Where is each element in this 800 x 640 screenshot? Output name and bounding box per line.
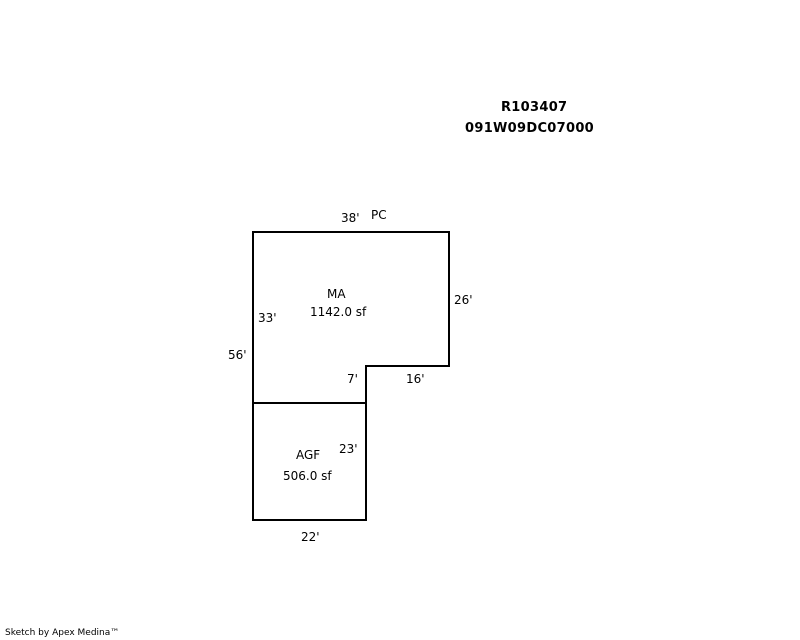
agf-area-outline <box>252 402 367 521</box>
dimension-ma-left: 33' <box>258 311 277 325</box>
record-id: R103407 <box>501 100 568 115</box>
dimension-top: 38' <box>341 211 360 225</box>
area-size-ma: 1142.0 sf <box>310 305 367 319</box>
dimension-notch-horizontal: 16' <box>406 372 425 386</box>
area-code-agf: AGF <box>296 448 321 462</box>
area-size-agf: 506.0 sf <box>283 469 332 483</box>
dimension-overall-left: 56' <box>228 348 247 362</box>
dimension-notch-vertical: 7' <box>347 372 358 386</box>
footer-credit: Sketch by Apex Medina™ <box>5 628 120 638</box>
dimension-agf-bottom: 22' <box>301 530 320 544</box>
main-area-outline <box>252 231 450 403</box>
dimension-right: 26' <box>454 293 473 307</box>
top-label: PC <box>371 208 387 222</box>
dimension-agf-right: 23' <box>339 442 358 456</box>
parcel-number: 091W09DC07000 <box>465 121 595 136</box>
area-code-ma: MA <box>327 287 346 301</box>
